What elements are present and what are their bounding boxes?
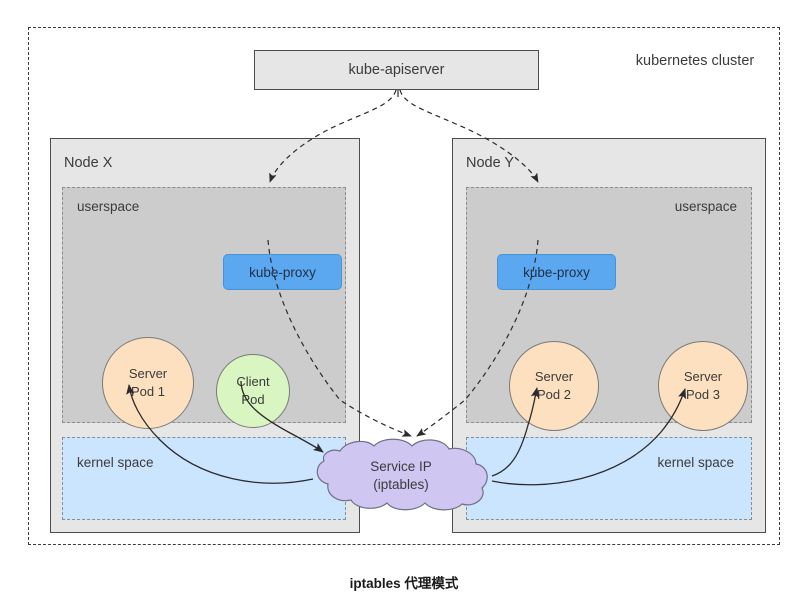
node-y-kernel-space-box: kernel space bbox=[466, 437, 752, 520]
node-y-kube-proxy[interactable]: kube-proxy bbox=[497, 254, 616, 290]
server-pod-1-line2: Pod 1 bbox=[131, 384, 165, 399]
node-y-label: Node Y bbox=[466, 155, 515, 171]
server-pod-2-line1: Server bbox=[534, 369, 574, 385]
kubernetes-cluster-label: kubernetes cluster bbox=[635, 53, 755, 69]
server-pod-2-line2: Pod 2 bbox=[537, 387, 571, 402]
service-ip-line2: (iptables) bbox=[373, 477, 429, 492]
client-pod-line1: Client bbox=[236, 374, 270, 390]
node-y-box[interactable]: Node Y userspace kube-proxy Server Pod 2… bbox=[452, 138, 766, 533]
client-pod-line2: Pod bbox=[241, 392, 265, 407]
service-ip-line1: Service IP bbox=[370, 458, 432, 474]
node-x-userspace-label: userspace bbox=[77, 199, 140, 214]
server-pod-2[interactable]: Server Pod 2 bbox=[509, 341, 599, 431]
node-y-userspace-box: userspace kube-proxy Server Pod 2 Server… bbox=[466, 187, 752, 431]
kubernetes-cluster-boundary bbox=[28, 27, 780, 545]
diagram-caption: iptables 代理模式 bbox=[349, 576, 459, 591]
service-ip-cloud-textwrap: Service IP (iptables) bbox=[303, 444, 499, 508]
kube-apiserver-box[interactable]: kube-apiserver bbox=[254, 50, 539, 90]
server-pod-3-line1: Server bbox=[683, 369, 723, 385]
node-x-label: Node X bbox=[64, 155, 113, 171]
server-pod-1[interactable]: Server Pod 1 bbox=[102, 337, 194, 429]
node-x-kube-proxy[interactable]: kube-proxy bbox=[223, 254, 342, 290]
server-pod-1-line1: Server bbox=[128, 366, 168, 382]
node-y-kernel-space-label: kernel space bbox=[657, 455, 734, 470]
node-x-kernel-space-label: kernel space bbox=[77, 455, 154, 470]
client-pod[interactable]: Client Pod bbox=[216, 354, 290, 428]
node-y-userspace-label: userspace bbox=[674, 199, 737, 214]
service-ip-cloud-label: Service IP (iptables) bbox=[303, 444, 499, 508]
node-x-userspace-box: userspace kube-proxy Server Pod 1 Client… bbox=[62, 187, 346, 429]
server-pod-3[interactable]: Server Pod 3 bbox=[658, 341, 748, 431]
server-pod-3-line2: Pod 3 bbox=[686, 387, 720, 402]
